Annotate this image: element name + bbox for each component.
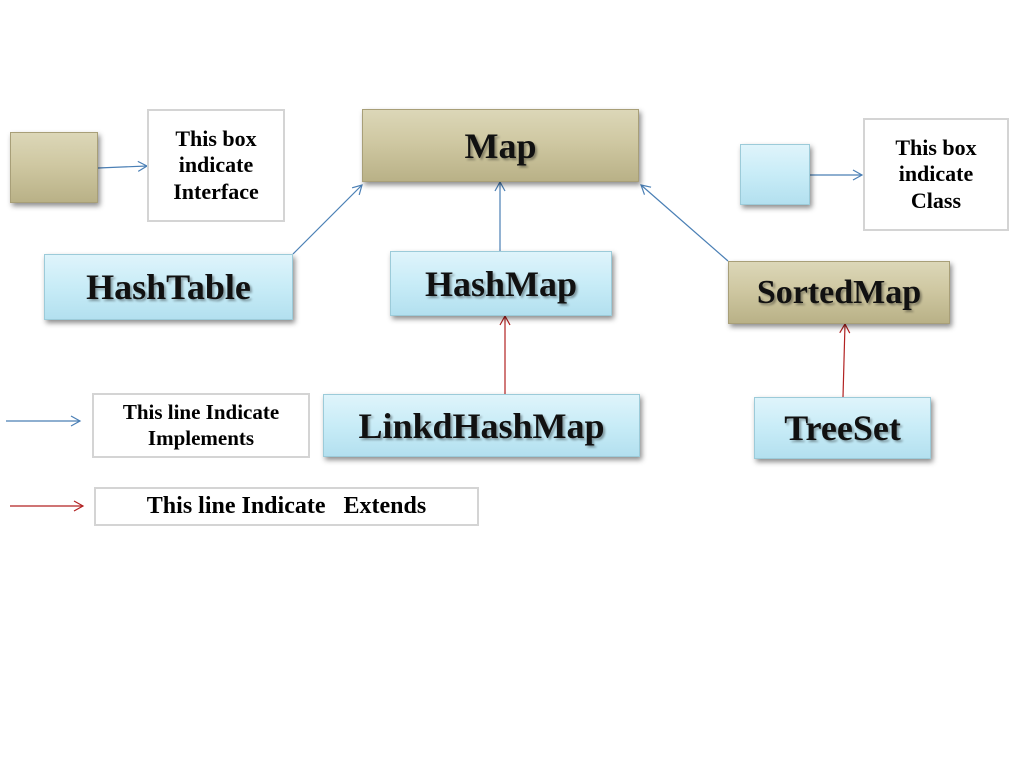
- treeset-label: TreeSet: [784, 408, 901, 448]
- class-legend-note: This box indicate Class: [863, 118, 1009, 231]
- interface-note-line-2: indicate: [178, 152, 254, 178]
- implements-note-line-1: This line Indicate: [122, 400, 280, 425]
- map-interface-node: Map: [362, 109, 639, 182]
- extends-legend-note: This line Indicate Extends: [94, 487, 479, 526]
- legend-interface-arrow: [97, 160, 149, 172]
- linkedhashmap-class-node: LinkdHashMap: [323, 394, 640, 457]
- class-note-line-1: This box: [895, 134, 977, 160]
- legend-interface-swatch: [10, 132, 98, 203]
- hashtable-label: HashTable: [86, 267, 251, 307]
- hashtable-class-node: HashTable: [44, 254, 293, 320]
- map-label: Map: [464, 125, 537, 166]
- implements-legend-note: This line Indicate Implements: [92, 393, 310, 458]
- sortedmap-label: SortedMap: [756, 273, 922, 311]
- sortedmap-interface-node: SortedMap: [728, 261, 950, 324]
- interface-note-line-3: Interface: [173, 178, 259, 204]
- hashmap-label: HashMap: [424, 263, 578, 304]
- extends-note-text: This line Indicate Extends: [146, 493, 427, 520]
- hashmap-class-node: HashMap: [390, 251, 612, 316]
- hashtable-to-map-line: [292, 184, 363, 255]
- implements-note-line-2: Implements: [147, 425, 255, 450]
- interface-note-line-1: This box: [175, 125, 257, 151]
- interface-legend-note: This box indicate Interface: [147, 109, 285, 222]
- class-note-line-2: indicate: [898, 161, 974, 187]
- treeset-class-node: TreeSet: [754, 397, 931, 459]
- sortedmap-to-map-line: [640, 184, 729, 262]
- treeset-to-sortedmap-line: [839, 322, 851, 398]
- linkedhashmap-label: LinkdHashMap: [358, 405, 605, 446]
- class-note-line-3: Class: [910, 187, 962, 213]
- legend-class-swatch: [740, 144, 810, 205]
